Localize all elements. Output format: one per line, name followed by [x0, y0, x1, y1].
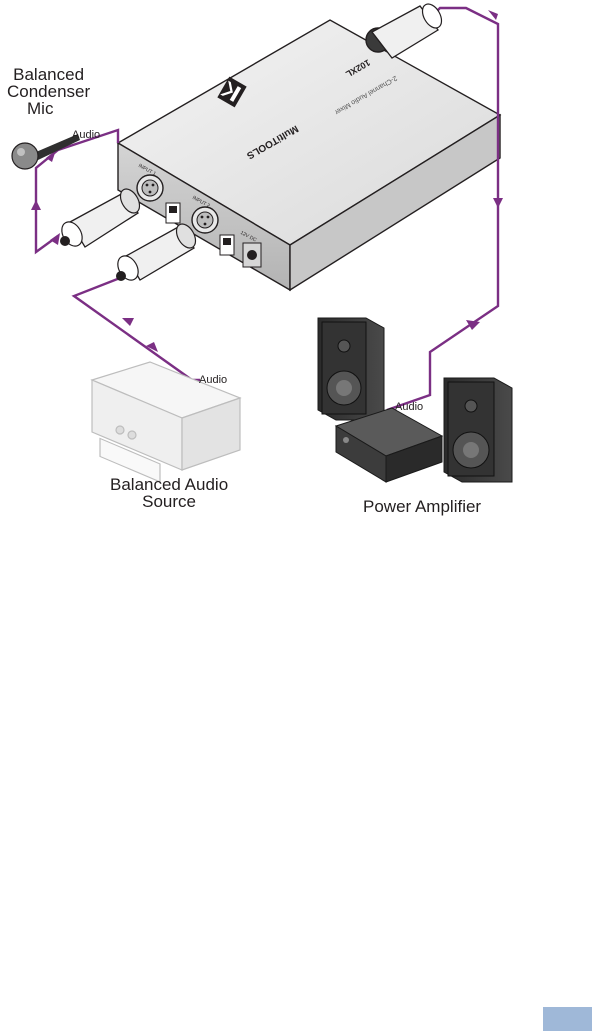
xlr-plug-1 [58, 186, 144, 250]
xlr-input-1 [137, 175, 163, 201]
gain-switch-2 [220, 235, 234, 255]
mic-label-line-1: Balanced [7, 66, 90, 83]
page-tab [543, 1007, 592, 1031]
speaker-right-icon [444, 378, 512, 482]
xlr-input-2 [192, 207, 218, 233]
audio-label-mic: Audio [72, 130, 100, 141]
audio-label-amplifier: Audio [395, 402, 423, 413]
amplifier-label: Power Amplifier [363, 498, 481, 515]
power-jack [243, 243, 261, 267]
mic-label-line-3: Mic [7, 100, 90, 117]
source-label-line-2: Source [110, 493, 228, 510]
mic-cable [36, 150, 58, 252]
mic-label-line-2: Condenser [7, 83, 90, 100]
gain-switch-1 [166, 203, 180, 223]
microphone-icon [12, 134, 80, 169]
audio-label-source: Audio [199, 375, 227, 386]
source-cable [74, 278, 200, 380]
speaker-left-icon [318, 318, 384, 420]
xlr-plug-2 [114, 221, 200, 284]
source-label: Balanced Audio Source [110, 476, 228, 510]
mic-label: Balanced Condenser Mic [7, 66, 90, 117]
source-label-line-1: Balanced Audio [110, 476, 228, 493]
